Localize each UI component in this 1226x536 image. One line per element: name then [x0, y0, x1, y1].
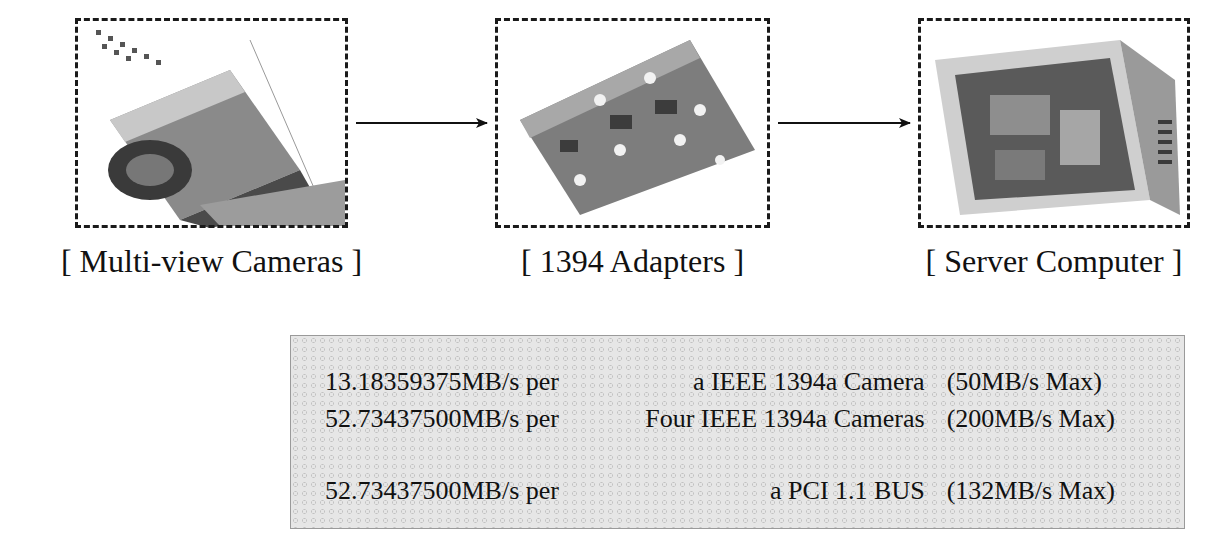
table-cell: (200MB/s Max)	[947, 403, 1154, 436]
dashed-frame	[495, 18, 770, 228]
dashed-frame	[75, 18, 348, 228]
device-box: [ 1394 Adapters ]	[495, 18, 770, 280]
table-cell: Four IEEE 1394a Cameras	[606, 403, 947, 436]
bandwidth-panel: 13.18359375MB/s pera IEEE 1394a Camera(5…	[290, 335, 1185, 529]
device-box: [ Server Computer ]	[918, 18, 1190, 280]
table-cell: a IEEE 1394a Camera	[606, 366, 947, 399]
table-cell: a PCI 1.1 BUS	[606, 475, 947, 508]
server-computer-illustration	[935, 40, 1180, 215]
bandwidth-table: 13.18359375MB/s pera IEEE 1394a Camera(5…	[325, 366, 1154, 508]
table-cell: 52.73437500MB/s per	[325, 403, 606, 436]
camera-illustration	[96, 30, 345, 228]
table-cell: 13.18359375MB/s per	[325, 366, 606, 399]
table-cell: (50MB/s Max)	[947, 366, 1154, 399]
device-label: [ Multi-view Cameras ]	[15, 242, 408, 280]
device-box: [ Multi-view Cameras ]	[75, 18, 348, 280]
table-cell: (132MB/s Max)	[947, 475, 1154, 508]
device-label: [ 1394 Adapters ]	[435, 242, 830, 280]
adapter-board-illustration	[520, 40, 755, 215]
table-cell: 52.73437500MB/s per	[325, 475, 606, 508]
flow-arrow	[356, 122, 487, 124]
dashed-frame	[918, 18, 1190, 228]
flow-arrow	[778, 122, 910, 124]
device-label: [ Server Computer ]	[858, 242, 1226, 280]
